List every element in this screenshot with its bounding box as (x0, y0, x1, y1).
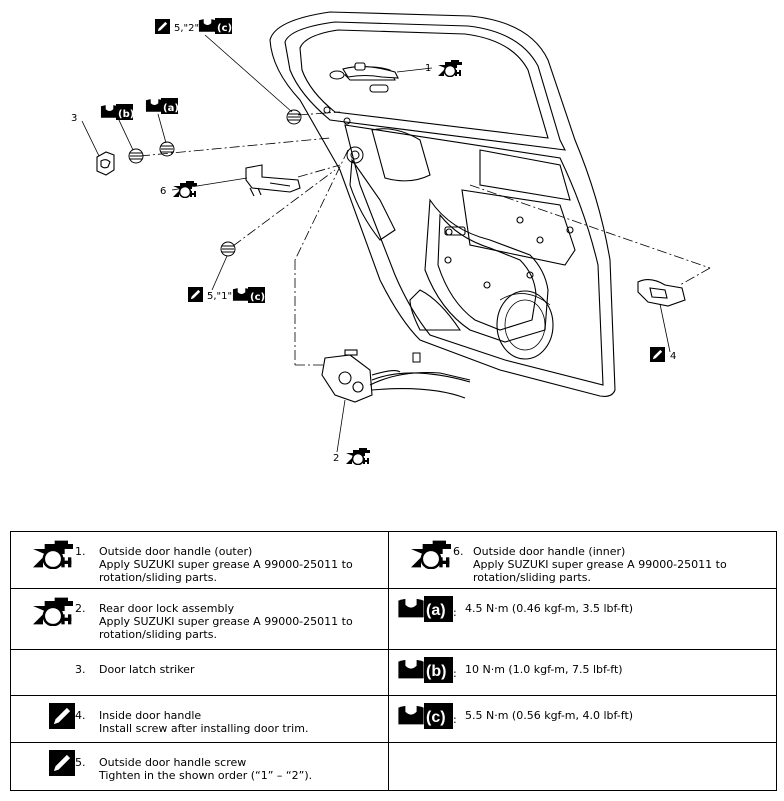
callout-5-1: 5,"1" (207, 291, 232, 302)
torque-c-label: (c) (217, 23, 232, 34)
door-latch-striker (96, 151, 115, 176)
parts-legend-table: 1. Outside door handle (outer) Apply SUZ… (10, 531, 777, 791)
door-panel (269, 11, 616, 397)
exploded-view-diagram: 5,"2" (c) (b) (a) (c) 3 1 6 5,"1" 2 4 (71, 11, 711, 465)
legend-item-6: 6. Outside door handle (inner) Apply SUZ… (389, 532, 776, 588)
torque-a-spec: 4.5 N·m (0.46 kgf-m, 3.5 lbf-ft) (465, 602, 634, 615)
rear-door-lock-assembly (321, 349, 471, 403)
callout-5-2: 5,"2" (174, 23, 199, 34)
door-bolt-a (159, 141, 175, 157)
lock-rod-clip (412, 352, 421, 363)
door-speaker (496, 290, 554, 360)
legend-item-5: 5. Outside door handle screw Tighten in … (11, 743, 388, 786)
torque-c-spec: 5.5 N·m (0.56 kgf-m, 4.0 lbf-ft) (465, 709, 634, 722)
torque-c-label-2: (c) (250, 292, 265, 303)
callout-1: 1 (425, 63, 431, 74)
callout-6: 6 (160, 186, 166, 197)
legend-item-1-title: Outside door handle (outer) (99, 545, 253, 558)
svg-text:(a): (a) (426, 602, 446, 619)
leader-lines (81, 34, 711, 453)
torque-a-label: (a) (163, 103, 179, 114)
outside-door-handle-outer (342, 62, 399, 79)
callout-3: 3 (71, 113, 77, 124)
legend-empty-cell (388, 742, 777, 791)
legend-item-6-title: Outside door handle (inner) (473, 545, 626, 558)
legend-item-4-title: Inside door handle (99, 709, 202, 722)
callout-2: 2 (333, 453, 339, 464)
handle-screw-2 (286, 109, 302, 125)
torque-b-label: (b) (118, 109, 134, 120)
torque-wrench-icon: (c) (398, 703, 453, 729)
legend-item-4: 4. Inside door handle Install screw afte… (11, 696, 388, 739)
callout-4: 4 (670, 351, 676, 362)
svg-text:(c): (c) (426, 709, 446, 726)
legend-torque-a: (a) : 4.5 N·m (0.46 kgf-m, 3.5 lbf-ft) (389, 589, 776, 626)
inside-door-handle (637, 279, 686, 307)
torque-wrench-icon: (b) (398, 657, 453, 683)
callout-icons (100, 18, 665, 465)
svg-text:(b): (b) (426, 663, 446, 680)
legend-item-3-title: Door latch striker (99, 663, 195, 676)
torque-b-spec: 10 N·m (1.0 kgf-m, 7.5 lbf-ft) (465, 663, 623, 676)
grease-a-icon (31, 596, 75, 626)
torque-wrench-icon: (a) (398, 596, 453, 622)
striker-bolt-b (128, 148, 144, 164)
handle-screw-1 (220, 241, 236, 257)
legend-item-5-title: Outside door handle screw (99, 756, 247, 769)
legend-item-1: 1. Outside door handle (outer) Apply SUZ… (11, 532, 388, 588)
legend-item-3: 3. Door latch striker (75, 663, 195, 676)
legend-item-2: 2. Rear door lock assembly Apply SUZUKI … (11, 589, 388, 645)
pen-icon (49, 703, 75, 729)
outside-door-handle-inner (245, 164, 301, 197)
legend-torque-b: (b) : 10 N·m (1.0 kgf-m, 7.5 lbf-ft) (389, 650, 776, 687)
pen-icon (49, 750, 75, 776)
grease-a-icon (409, 539, 453, 569)
legend-torque-c: (c) : 5.5 N·m (0.56 kgf-m, 4.0 lbf-ft) (389, 696, 776, 733)
grease-a-icon (31, 539, 75, 569)
legend-item-2-title: Rear door lock assembly (99, 602, 235, 615)
